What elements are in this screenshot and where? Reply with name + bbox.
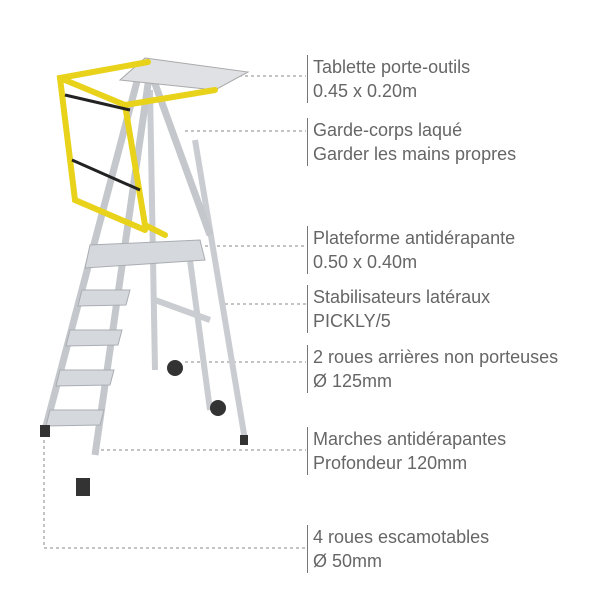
guardrail-bars xyxy=(64,93,141,192)
front-wheel xyxy=(76,478,90,496)
front-wheel xyxy=(40,425,50,437)
callout-detail: PICKLY/5 xyxy=(313,311,391,331)
callout-roues-arrieres: 2 roues arrières non porteuses Ø 125mm xyxy=(307,345,558,393)
callout-detail: Ø 50mm xyxy=(313,551,383,571)
steps xyxy=(45,239,206,427)
callout-title: Plateforme antidérapante xyxy=(313,228,516,248)
guardrail xyxy=(56,59,218,238)
callout-marches: Marches antidérapantes Profondeur 120mm xyxy=(307,427,506,475)
callout-detail: Profondeur 120mm xyxy=(313,453,468,473)
callout-detail: 0.50 x 0.40m xyxy=(313,252,418,272)
wheels xyxy=(40,360,248,496)
callout-title: Garde-corps laqué xyxy=(313,120,463,140)
callout-title: Stabilisateurs latéraux xyxy=(313,287,491,307)
callout-title: Marches antidérapantes xyxy=(313,429,507,449)
rear-frame xyxy=(147,89,248,441)
callout-title: 2 roues arrières non porteuses xyxy=(313,347,559,367)
callout-detail: 0.45 x 0.20m xyxy=(313,81,418,101)
leader-roues-escamotables xyxy=(43,440,306,549)
callout-detail: Garder les mains propres xyxy=(313,144,517,164)
callout-title: 4 roues escamotables xyxy=(313,527,490,547)
callout-stabilisateurs: Stabilisateurs latéraux PICKLY/5 xyxy=(307,285,490,333)
callout-roues-escamotables: 4 roues escamotables Ø 50mm xyxy=(307,525,489,573)
callout-tablette: Tablette porte-outils 0.45 x 0.20m xyxy=(307,55,470,103)
rear-wheel xyxy=(167,360,183,376)
callout-title: Tablette porte-outils xyxy=(313,57,471,77)
callout-detail: Ø 125mm xyxy=(313,371,393,391)
rear-wheel xyxy=(210,400,226,416)
callout-garde-corps: Garde-corps laqué Garder les mains propr… xyxy=(307,118,516,166)
callout-plateforme: Plateforme antidérapante 0.50 x 0.40m xyxy=(307,226,515,274)
